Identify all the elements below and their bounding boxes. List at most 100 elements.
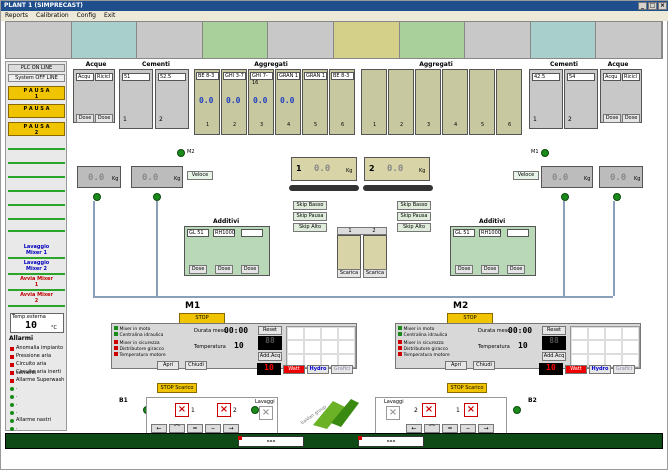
maximize-icon[interactable]: □ [648, 2, 657, 10]
arrow-left-icon[interactable]: ← [151, 424, 167, 433]
additive-tanks-left: GL 51 RH1000 Dose Dose Dose [184, 226, 270, 276]
temp-unit: °C [51, 325, 57, 331]
mixer1-watt-button[interactable]: Watt [283, 365, 305, 374]
strip-cell [6, 22, 72, 58]
mixer2-stop-discharge-button[interactable]: STOP Scarico [447, 383, 487, 393]
close-icon[interactable]: × [464, 403, 478, 417]
b2-indicator-right[interactable] [513, 406, 521, 414]
valve-indicator[interactable] [561, 193, 569, 201]
strip-cell [137, 22, 203, 58]
arrow-right-icon[interactable]: → [478, 424, 494, 433]
mixer1-close-button[interactable]: Chiudi [185, 361, 207, 370]
aggregate-bin-number: 5 [481, 122, 485, 128]
cup-icon[interactable]: ⌣ [460, 424, 476, 433]
fast-button-left[interactable]: Veloce [187, 171, 213, 180]
water-dose-button[interactable]: Dose [622, 114, 640, 123]
close-icon[interactable]: × [422, 403, 436, 417]
skip-pause-button-left[interactable]: Skip Pausa [293, 212, 327, 221]
discharge-button-1[interactable]: Scarica [337, 269, 361, 278]
motor-m2-indicator[interactable] [177, 149, 185, 157]
b1-indicator-right[interactable] [251, 406, 259, 414]
pipe [93, 201, 95, 296]
skip-high-button-right[interactable]: Skip Alto [397, 223, 431, 232]
water-dose-button[interactable]: Dose [603, 114, 621, 123]
close-icon[interactable]: × [386, 406, 400, 420]
mixer1-open-button[interactable]: Apri [157, 361, 179, 370]
alarm-item: Anomalia impianto [10, 344, 68, 353]
mixer1-stop-discharge-button[interactable]: STOP Scarico [157, 383, 197, 393]
close-icon[interactable]: × [217, 403, 231, 417]
skip-low-button-left[interactable]: Skip Basso [293, 201, 327, 210]
fast-button-right[interactable]: Veloce [513, 171, 539, 180]
mixer2-close-button[interactable]: Chiudi [473, 361, 495, 370]
valve-indicator[interactable] [613, 193, 621, 201]
status-label: Temperatura motore [119, 353, 166, 358]
motor-m1-indicator[interactable] [541, 149, 549, 157]
pause-button[interactable]: P A U S A [8, 104, 65, 118]
menu-config[interactable]: Config [76, 12, 96, 19]
skip-low-button-right[interactable]: Skip Basso [397, 201, 431, 210]
status-row: Mixer in sicurezza [398, 340, 456, 346]
close-icon[interactable]: × [259, 406, 273, 420]
kg-label: Kg [346, 168, 353, 174]
cup-icon[interactable]: ⌣ [205, 424, 221, 433]
close-icon[interactable]: × [658, 2, 667, 10]
valve-indicator[interactable] [153, 193, 161, 201]
cement-scale-left: 0.0 Kg [131, 166, 183, 188]
additive-dose-button[interactable]: Dose [189, 265, 207, 274]
additive-dose-button[interactable]: Dose [507, 265, 525, 274]
arrow-right-icon[interactable]: → [223, 424, 239, 433]
mixer2-reset-button[interactable]: Reset [542, 326, 566, 335]
mixer2-hydro-button[interactable]: Hydro [589, 365, 611, 374]
mixer1-graph-button[interactable]: Grafici [331, 365, 353, 374]
additive-dose-button[interactable]: Dose [241, 265, 259, 274]
mixer1-reset-button[interactable]: Reset [258, 326, 282, 335]
b2-slot-2: 2 [414, 407, 418, 414]
equal-icon[interactable]: = [442, 424, 458, 433]
menu-calibration[interactable]: Calibration [36, 12, 69, 19]
additive-dose-button[interactable]: Dose [455, 265, 473, 274]
valve-indicator[interactable] [93, 193, 101, 201]
status-row: Distributore giracco [114, 346, 172, 352]
cap-icon[interactable]: ⌒ [169, 424, 185, 433]
additive-dose-button[interactable]: Dose [215, 265, 233, 274]
b1-label: B1 [119, 397, 128, 404]
logo-icon [313, 399, 359, 429]
water-left-title: Acque [85, 61, 107, 68]
skip-pause-button-right[interactable]: Skip Pausa [397, 212, 431, 221]
mixer1-add-water-button[interactable]: Add.Acq [258, 352, 282, 361]
menu-reports[interactable]: Reports [5, 12, 29, 19]
mixer1-hydro-button[interactable]: Hydro [307, 365, 329, 374]
mixer2-add-water-button[interactable]: Add.Acq [542, 352, 566, 361]
arrow-left-icon[interactable]: ← [406, 424, 422, 433]
status-line [8, 176, 65, 178]
discharge-button-2[interactable]: Scarica [363, 269, 387, 278]
aggregate-bin-display: 0.0 [280, 96, 295, 105]
equal-icon[interactable]: = [187, 424, 203, 433]
close-icon[interactable]: × [175, 403, 189, 417]
water-dose-button[interactable]: Dose [76, 114, 94, 123]
water-dose-button[interactable]: Dose [95, 114, 113, 123]
mixer2-graph-button[interactable]: Grafici [613, 365, 635, 374]
skip-high-button-left[interactable]: Skip Alto [293, 223, 327, 232]
menu-exit[interactable]: Exit [103, 12, 116, 19]
additive-dose-button[interactable]: Dose [481, 265, 499, 274]
additive-label: RH1000 [479, 229, 501, 237]
alarm-item: . [10, 408, 68, 417]
minimize-icon[interactable]: _ [638, 2, 647, 10]
aggregate-bin: 2 [388, 69, 414, 135]
mixer2-open-button[interactable]: Apri [445, 361, 467, 370]
mixer2-panel: Mixer in moto Centralina idraulica Mixer… [395, 323, 641, 369]
cap-icon[interactable]: ⌒ [424, 424, 440, 433]
mixer2-watt-button[interactable]: Watt [565, 365, 587, 374]
alarm-indicator-icon [10, 355, 14, 359]
